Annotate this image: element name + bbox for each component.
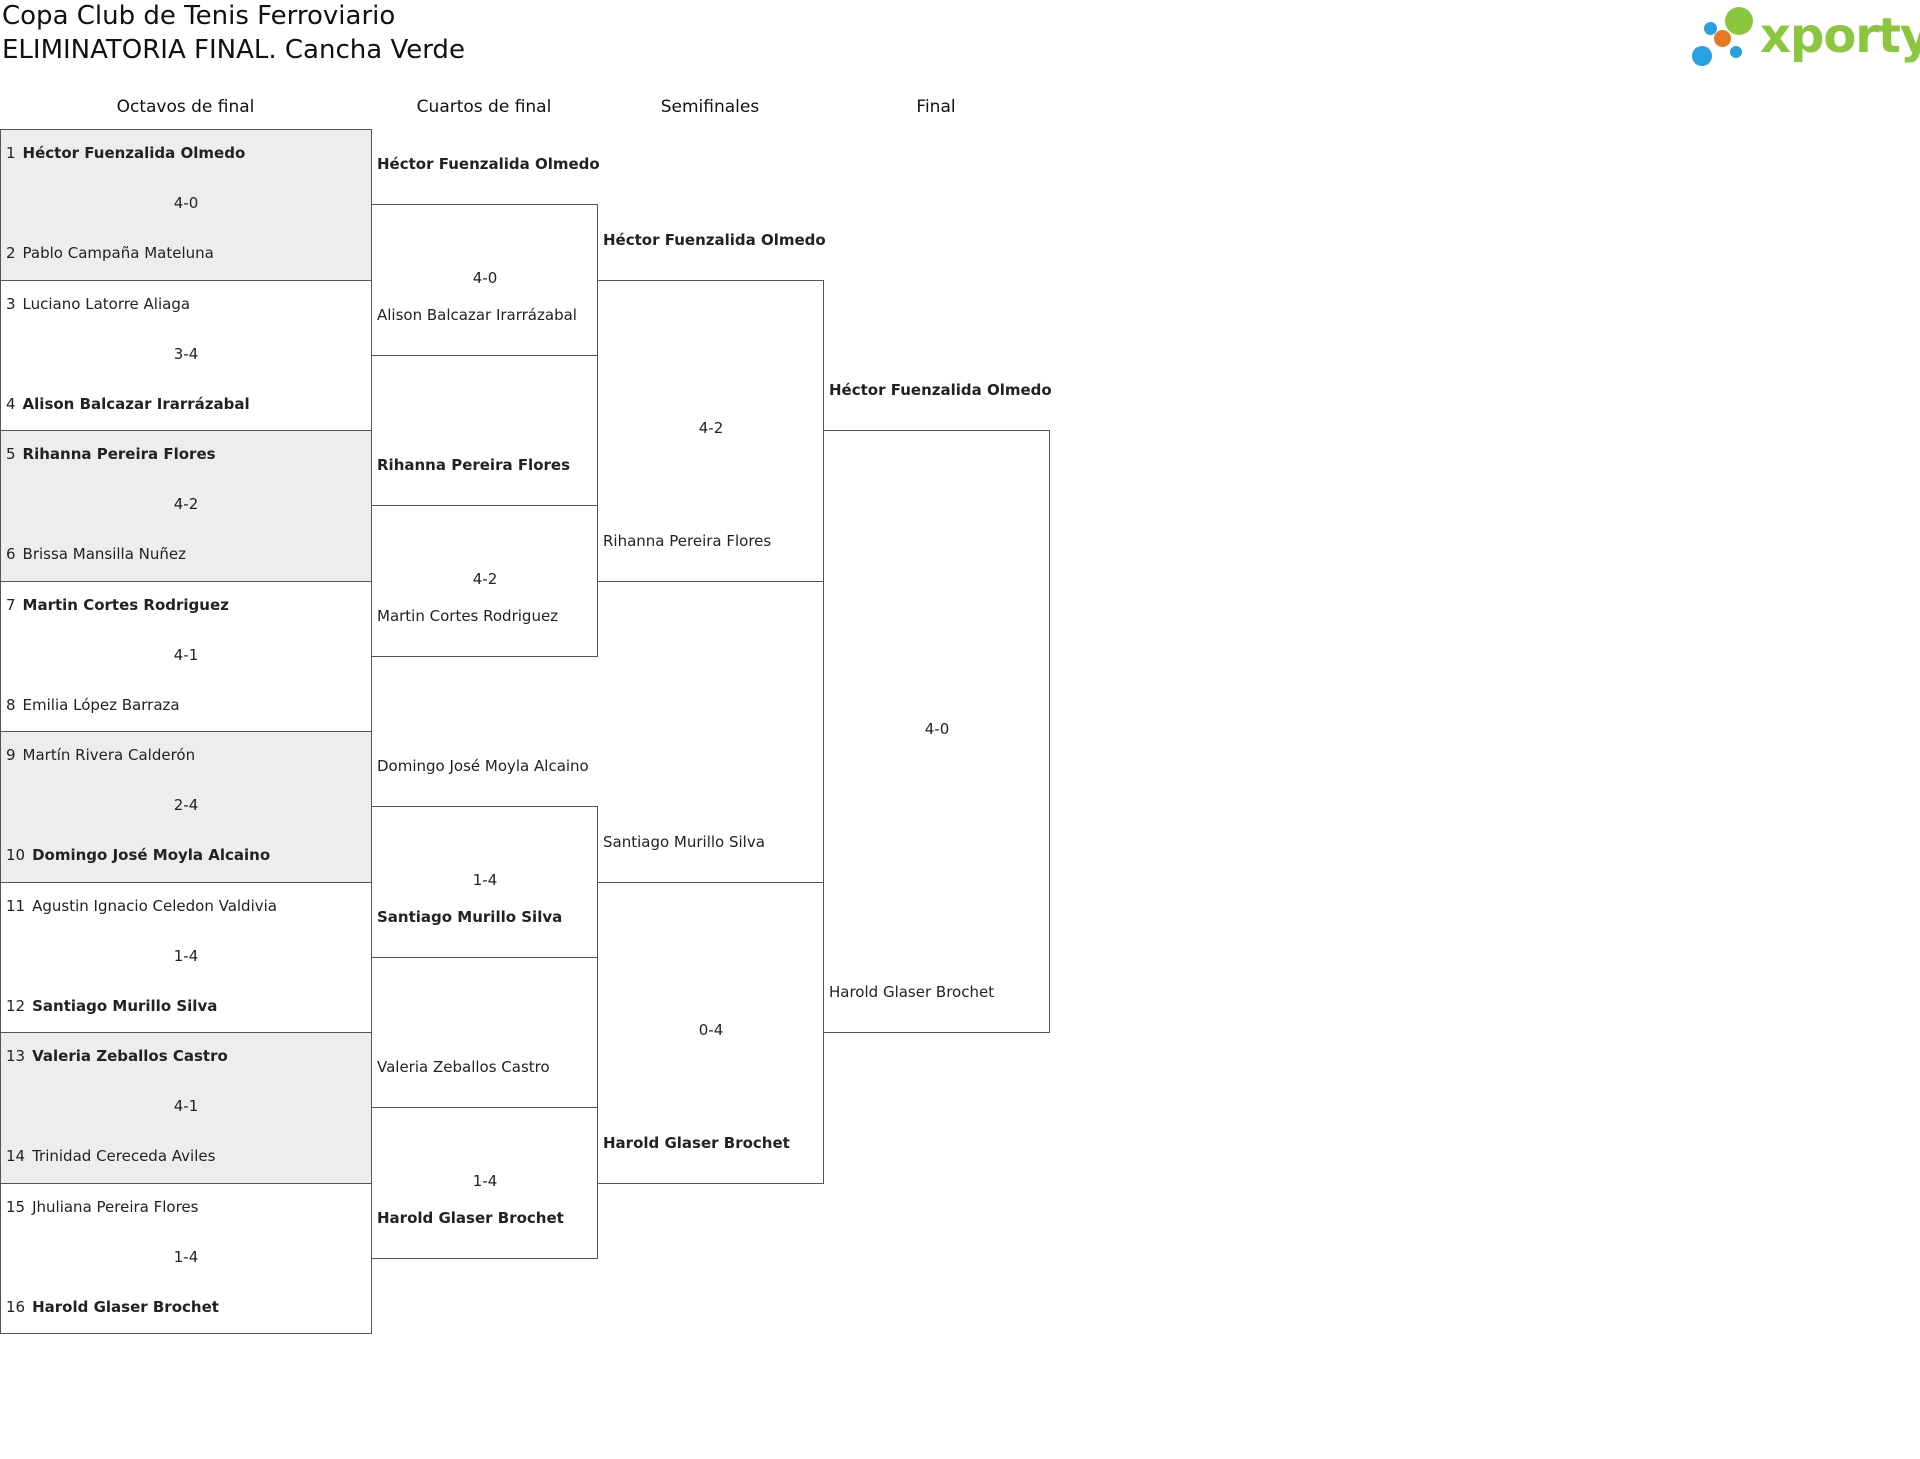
player-name: Santiago Murillo Silva [603, 832, 765, 851]
match-score: 4-0 [173, 194, 199, 212]
player-name: Jhuliana Pereira Flores [32, 1197, 199, 1216]
player-row: 10 Domingo José Moyla Alcaino [6, 845, 270, 865]
player-name: Rihanna Pereira Flores [377, 456, 571, 475]
player-name: Harold Glaser Brochet [32, 1297, 219, 1316]
round-header-final: Final [916, 97, 956, 117]
match-score: 0-4 [698, 1021, 724, 1039]
match-score: 4-2 [472, 569, 498, 588]
seed-number: 13 [6, 1047, 26, 1065]
player-name: Héctor Fuenzalida Olmedo [22, 144, 246, 162]
logo-wordmark: xporty [1760, 8, 1920, 64]
player-name: Héctor Fuenzalida Olmedo [603, 230, 826, 249]
player-row: 6 Brissa Mansilla Nuñez [6, 544, 186, 564]
match-score: 4-2 [698, 419, 724, 437]
seed-number: 3 [6, 294, 16, 313]
match-score: 4-1 [173, 645, 199, 664]
seed-number: 15 [6, 1197, 26, 1216]
tournament-title: Copa Club de Tenis Ferroviario [2, 1, 396, 31]
tournament-subtitle: ELIMINATORIA FINAL. Cancha Verde [2, 35, 465, 65]
player-row: 12 Santiago Murillo Silva [6, 996, 217, 1016]
match-score: 1-4 [173, 946, 199, 965]
seed-number: 5 [6, 445, 16, 463]
player-name: Harold Glaser Brochet [829, 983, 995, 1001]
seed-number: 2 [6, 244, 16, 262]
logo-dot-icon [1730, 46, 1742, 58]
player-row: 5 Rihanna Pereira Flores [6, 444, 216, 464]
player-row: 8 Emilia López Barraza [6, 695, 180, 715]
player-row: 3 Luciano Latorre Aliaga [6, 294, 190, 314]
seed-number: 6 [6, 545, 16, 563]
round-header-semifinales: Semifinales [660, 97, 760, 117]
player-name: Luciano Latorre Aliaga [22, 294, 191, 313]
player-row: 7 Martin Cortes Rodriguez [6, 595, 229, 615]
player-name: Martín Rivera Calderón [22, 746, 196, 764]
round-header-octavos: Octavos de final [116, 97, 255, 117]
player-name: Rihanna Pereira Flores [22, 445, 216, 463]
player-row: 15 Jhuliana Pereira Flores [6, 1197, 198, 1217]
match-score: 4-2 [173, 495, 199, 513]
logo-dot-icon [1714, 30, 1731, 47]
logo-dot-icon [1692, 46, 1712, 66]
player-row: 4 Alison Balcazar Irarrázabal [6, 394, 250, 414]
player-name: Héctor Fuenzalida Olmedo [377, 155, 600, 174]
player-name: Héctor Fuenzalida Olmedo [829, 381, 1052, 399]
player-row: 1 Héctor Fuenzalida Olmedo [6, 143, 245, 163]
xporty-logo: xporty [1692, 2, 1920, 68]
seed-number: 16 [6, 1297, 26, 1316]
round-header-cuartos: Cuartos de final [416, 97, 552, 117]
player-name: Harold Glaser Brochet [377, 1208, 564, 1227]
player-name: Brissa Mansilla Nuñez [22, 545, 187, 563]
seed-number: 10 [6, 846, 26, 864]
player-name: Martin Cortes Rodriguez [377, 606, 559, 625]
player-name: Valeria Zeballos Castro [377, 1058, 550, 1077]
player-name: Alison Balcazar Irarrázabal [22, 394, 250, 413]
player-row: 13 Valeria Zeballos Castro [6, 1046, 228, 1066]
player-name: Trinidad Cereceda Aviles [32, 1147, 216, 1165]
player-row: 2 Pablo Campaña Mateluna [6, 243, 214, 263]
player-name: Domingo José Moyla Alcaino [32, 846, 271, 864]
match-box-octavos [0, 430, 372, 582]
seed-number: 9 [6, 746, 16, 764]
match-score: 2-4 [173, 796, 199, 814]
player-name: Santiago Murillo Silva [377, 907, 563, 926]
player-name: Santiago Murillo Silva [32, 996, 218, 1015]
player-name: Martin Cortes Rodriguez [22, 595, 229, 614]
seed-number: 11 [6, 896, 26, 915]
player-row: 16 Harold Glaser Brochet [6, 1297, 219, 1317]
match-score: 3-4 [173, 344, 199, 363]
seed-number: 4 [6, 394, 16, 413]
player-name: Harold Glaser Brochet [603, 1133, 790, 1152]
player-row: 9 Martín Rivera Calderón [6, 745, 195, 765]
player-row: 11 Agustin Ignacio Celedon Valdivia [6, 896, 277, 916]
match-score: 1-4 [472, 870, 498, 889]
seed-number: 1 [6, 144, 16, 162]
logo-dot-icon [1725, 7, 1753, 35]
match-box-final [823, 430, 1050, 1033]
player-name: Emilia López Barraza [22, 695, 180, 714]
match-score: 4-0 [472, 268, 498, 287]
match-box-octavos [0, 731, 372, 883]
match-score: 1-4 [472, 1171, 498, 1190]
player-name: Agustin Ignacio Celedon Valdivia [32, 896, 277, 915]
seed-number: 8 [6, 695, 16, 714]
match-score: 4-0 [924, 720, 950, 738]
player-name: Rihanna Pereira Flores [603, 531, 772, 550]
seed-number: 14 [6, 1147, 26, 1165]
logo-dot-icon [1704, 22, 1717, 35]
seed-number: 12 [6, 996, 26, 1015]
player-row: 14 Trinidad Cereceda Aviles [6, 1146, 215, 1166]
player-name: Alison Balcazar Irarrázabal [377, 305, 577, 324]
match-score: 1-4 [173, 1247, 199, 1266]
seed-number: 7 [6, 595, 16, 614]
match-score: 4-1 [173, 1097, 199, 1115]
player-name: Pablo Campaña Mateluna [22, 244, 214, 262]
player-name: Valeria Zeballos Castro [32, 1047, 228, 1065]
player-name: Domingo José Moyla Alcaino [377, 757, 589, 776]
